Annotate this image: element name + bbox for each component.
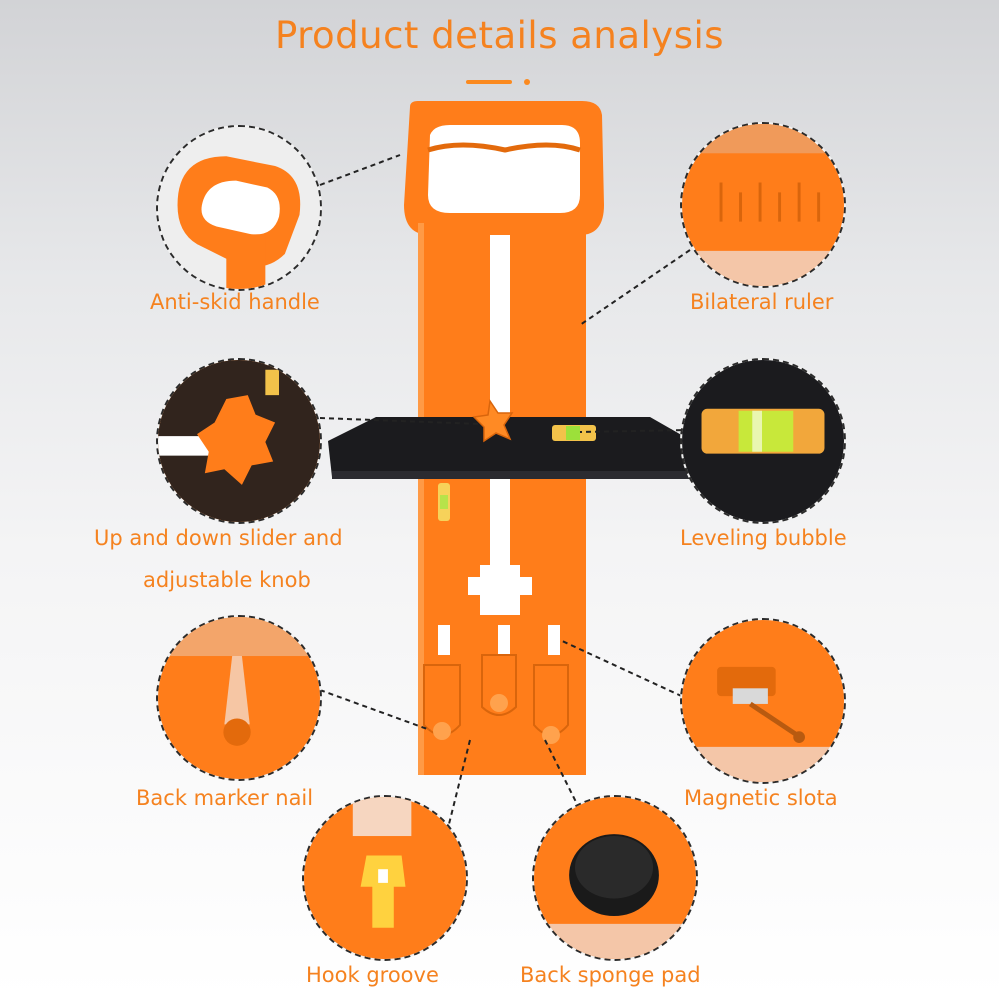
nail-label: Back marker nail [136,786,314,810]
nail-closeup-circle [156,615,322,781]
title-dot [524,79,530,85]
slider-knob [472,398,514,443]
bubble-label: Leveling bubble [680,526,847,550]
magnet-label: Magnetic slota [684,786,838,810]
knob-closeup-circle [156,358,322,524]
slider-bar [328,417,692,477]
hook-closeup-circle [302,795,468,961]
handle-label: Anti-skid handle [150,290,320,314]
magnet-closeup-icon [682,620,844,782]
handle-closeup-icon [158,127,320,289]
sponge-closeup-circle [532,795,698,961]
sponge-label: Back sponge pad [520,963,701,987]
center-slot [490,235,510,575]
ruler-label: Bilateral ruler [690,290,834,314]
ruler-closeup-icon [682,124,844,286]
hook-grooves [423,654,569,736]
bubble-closeup-circle [680,358,846,524]
sponge-closeup-icon [534,797,696,959]
slider-label-line1: Up and down slider and [94,526,343,550]
hook-label: Hook groove [306,963,439,987]
hook-closeup-icon [304,797,466,959]
handle-closeup-circle [156,125,322,291]
slider-label-line2: adjustable knob [143,568,311,592]
page-title: Product details analysis [274,14,725,57]
knob-closeup-icon [158,360,320,522]
cross-slot [468,565,532,615]
title-underline [466,80,512,84]
ruler-closeup-circle [680,122,846,288]
nail-closeup-icon [158,617,320,779]
picture-hanging-tool-illustration [328,101,692,775]
handle-grip-opening [428,125,580,213]
magnet-closeup-circle [680,618,846,784]
bubble-level-closeup-icon [682,360,844,522]
